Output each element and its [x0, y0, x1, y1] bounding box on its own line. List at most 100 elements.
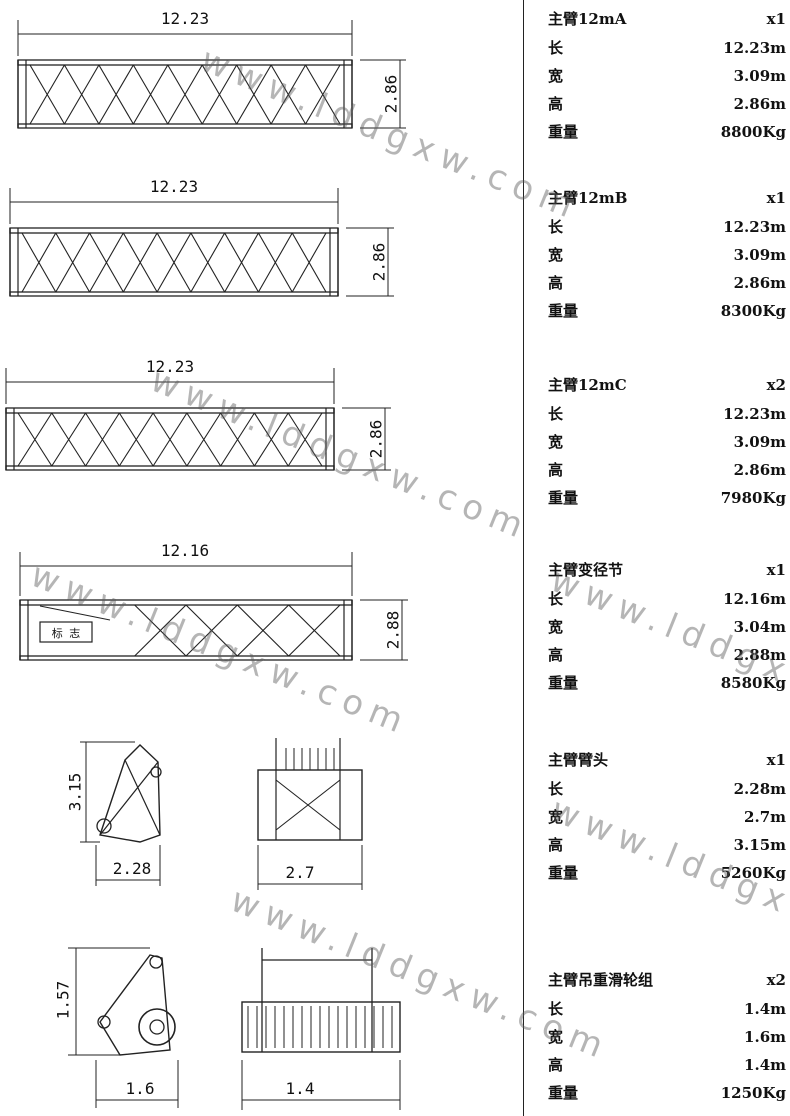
lacing-bar [85, 412, 120, 467]
lacing-bar [236, 604, 290, 657]
head-brace [99, 761, 159, 836]
spec-label: 重量 [548, 864, 579, 882]
spec-label: 宽 [548, 433, 564, 451]
spec-value: 2.88m [733, 646, 786, 664]
boom-head-front-view [257, 738, 363, 890]
spec-label: 高 [548, 646, 564, 664]
column-divider [523, 0, 524, 1116]
spec-label: 重量 [548, 123, 579, 141]
lacing-bar [220, 412, 255, 467]
spec-value: 1.4m [744, 1056, 786, 1074]
lacing-bar [21, 232, 57, 293]
truss-drawing [9, 188, 394, 297]
spec-title: 主臂臂头 [548, 751, 609, 769]
spec-label: 长 [548, 1000, 564, 1018]
lacing-bar [39, 605, 111, 621]
spec-value: 1250Kg [720, 1084, 786, 1102]
top-chord [17, 59, 353, 66]
spec-row: 长 12.23m [548, 400, 786, 428]
spec-value: 3.09m [733, 67, 786, 85]
spec-count: x1 [766, 561, 786, 579]
height-dimension-label: 1.57 [54, 981, 73, 1020]
length-dimension-label: 1.6 [126, 1079, 155, 1098]
pulley-block-front-view [241, 948, 401, 1110]
spec-label: 高 [548, 836, 564, 854]
spec-value: 7980Kg [720, 489, 786, 507]
pin-icon [97, 1015, 111, 1029]
spec-value: 3.15m [733, 836, 786, 854]
spec-label: 长 [548, 780, 564, 798]
spec-value: 2.86m [733, 461, 786, 479]
pulley-block-side-view [68, 947, 179, 1108]
lacing-bar [51, 412, 87, 467]
top-chord [9, 227, 339, 234]
spec-value: 2.28m [733, 780, 786, 798]
width-dimension-label: 1.4 [286, 1079, 315, 1098]
lacing-bar [55, 232, 91, 293]
length-dimension-label: 2.28 [113, 859, 152, 878]
lacing-bar [287, 412, 323, 467]
spec-label: 长 [548, 218, 564, 236]
pulley-wheel-icon [138, 1008, 176, 1046]
head-brace [275, 779, 341, 831]
head-frame [99, 744, 161, 843]
spec-value: 8800Kg [720, 123, 786, 141]
top-chord [5, 407, 335, 414]
lacing-bar [186, 412, 222, 467]
lacing-bar [132, 64, 169, 125]
spec-value: 12.16m [723, 590, 786, 608]
spec-label: 宽 [548, 808, 564, 826]
lacing-bar [134, 604, 187, 657]
height-dimension-label: 2.86 [370, 243, 389, 282]
head-brace [124, 759, 161, 836]
spec-label: 宽 [548, 67, 564, 85]
spec-value: 8580Kg [720, 674, 786, 692]
sheave-icon [150, 766, 162, 778]
length-dimension-label: 12.23 [146, 357, 194, 376]
pulley-frame [99, 954, 171, 1056]
truss-drawing [19, 552, 408, 661]
spec-row: 长 2.28m [548, 775, 786, 803]
spec-label: 高 [548, 1056, 564, 1074]
spec-value: 2.7m [744, 808, 786, 826]
bottom-chord [19, 655, 353, 661]
lacing-bar [29, 64, 65, 125]
truss-drawing [17, 20, 406, 129]
height-dimension-label: 2.86 [367, 420, 386, 459]
spec-label: 长 [548, 405, 564, 423]
spec-value: 12.23m [723, 218, 786, 236]
spec-value: 2.86m [733, 95, 786, 113]
spec-label: 重量 [548, 674, 579, 692]
length-dimension-label: 12.23 [161, 9, 209, 28]
pulley-front-frame [241, 1001, 401, 1053]
lacing-bar [167, 64, 203, 125]
spec-title-row: 主臂12mC x2 [548, 370, 786, 400]
spec-title: 主臂12mB [548, 189, 628, 207]
spec-row: 宽 3.09m [548, 62, 786, 90]
spec-value: 2.86m [733, 274, 786, 292]
lacing-bar [63, 64, 100, 125]
spec-row: 重量 8580Kg [548, 669, 786, 697]
pin-icon [149, 955, 163, 969]
sheave-icon [96, 818, 112, 834]
spec-label: 宽 [548, 618, 564, 636]
spec-title: 主臂12mC [548, 376, 627, 394]
lacing-bar [122, 232, 158, 293]
spec-label: 重量 [548, 302, 579, 320]
lacing-bar [224, 232, 259, 293]
spec-count: x2 [766, 376, 786, 394]
sign-box-label: 标 志 [52, 626, 81, 640]
spec-count: x2 [766, 971, 786, 989]
spec-value: 12.23m [723, 405, 786, 423]
